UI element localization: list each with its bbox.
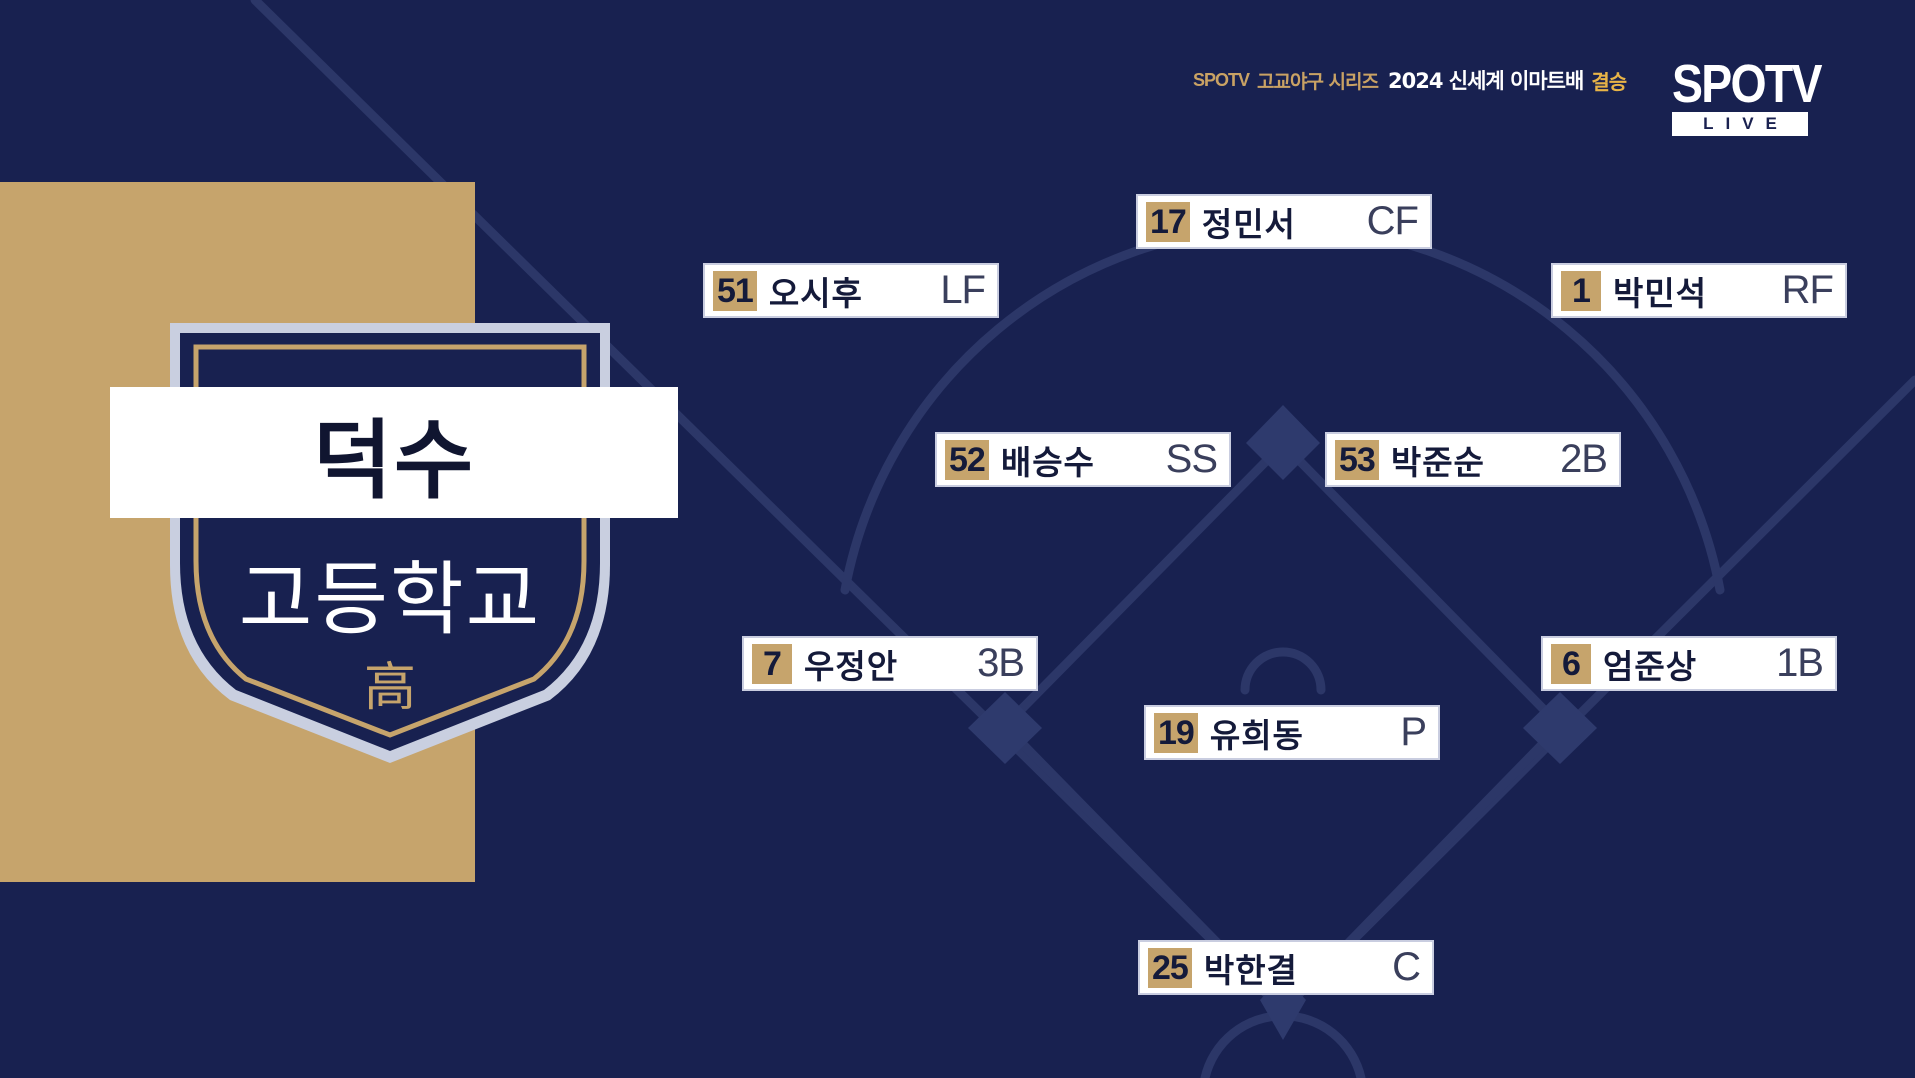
player-position: 1B [1776,641,1824,685]
player-card-1b: 6 엄준상 1B [1541,636,1837,691]
player-number: 52 [945,439,989,480]
player-card-lf: 51 오시후 LF [703,263,999,318]
player-position: RF [1781,268,1834,312]
team-hanja: 高 [363,658,416,718]
player-card-c: 25 박한결 C [1138,940,1434,995]
second-base [1246,405,1320,480]
player-number: 1 [1561,270,1601,311]
player-position: SS [1165,437,1218,481]
player-number: 17 [1146,201,1190,242]
header-stage-badge: 결승 [1591,69,1627,94]
player-position: P [1400,710,1427,754]
player-card-p: 19 유희동 P [1144,705,1440,760]
third-base [968,692,1042,764]
player-card-3b: 7 우정안 3B [742,636,1038,691]
player-position: 3B [977,641,1025,685]
player-name: 박민석 [1613,273,1708,313]
player-number: 51 [713,270,757,311]
player-name: 정민서 [1201,204,1296,244]
player-number: 25 [1148,947,1192,988]
player-card-rf: 1 박민석 RF [1551,263,1847,318]
player-name: 박준순 [1390,442,1485,482]
player-name: 배승수 [1000,442,1095,482]
team-name: 덕수 [312,411,476,511]
player-name: 유희동 [1209,715,1304,755]
player-number: 6 [1551,643,1591,684]
header-series: 고교야구 시리즈 [1257,70,1379,93]
player-number: 7 [752,643,792,684]
player-number: 19 [1154,712,1198,753]
player-name: 우정안 [804,646,899,686]
first-base [1523,692,1597,764]
player-number: 53 [1335,439,1379,480]
logo-wordmark: SPOTV [1672,54,1823,114]
spotv-live-logo: SPOTV LIVE [1672,54,1823,136]
team-subtitle: 고등학교 [238,553,542,646]
player-card-cf: 17 정민서 CF [1136,194,1432,249]
player-card-ss: 52 배승수 SS [935,432,1231,487]
player-position: LF [940,268,986,312]
header-tournament-title: 2024 신세계 이마트배 [1388,69,1584,93]
player-name: 박한결 [1203,950,1298,990]
player-name: 오시후 [768,273,863,313]
player-card-2b: 53 박준순 2B [1325,432,1621,487]
player-position: 2B [1560,437,1608,481]
player-name: 엄준상 [1603,646,1698,686]
team-name-banner: 덕수 [110,387,678,518]
header-channel: SPOTV [1193,69,1250,90]
logo-live-badge: LIVE [1672,112,1808,136]
player-position: C [1392,945,1421,989]
broadcast-header: SPOTV 고교야구 시리즈 2024 신세계 이마트배 결승 [1193,62,1627,98]
player-position: CF [1366,199,1419,243]
